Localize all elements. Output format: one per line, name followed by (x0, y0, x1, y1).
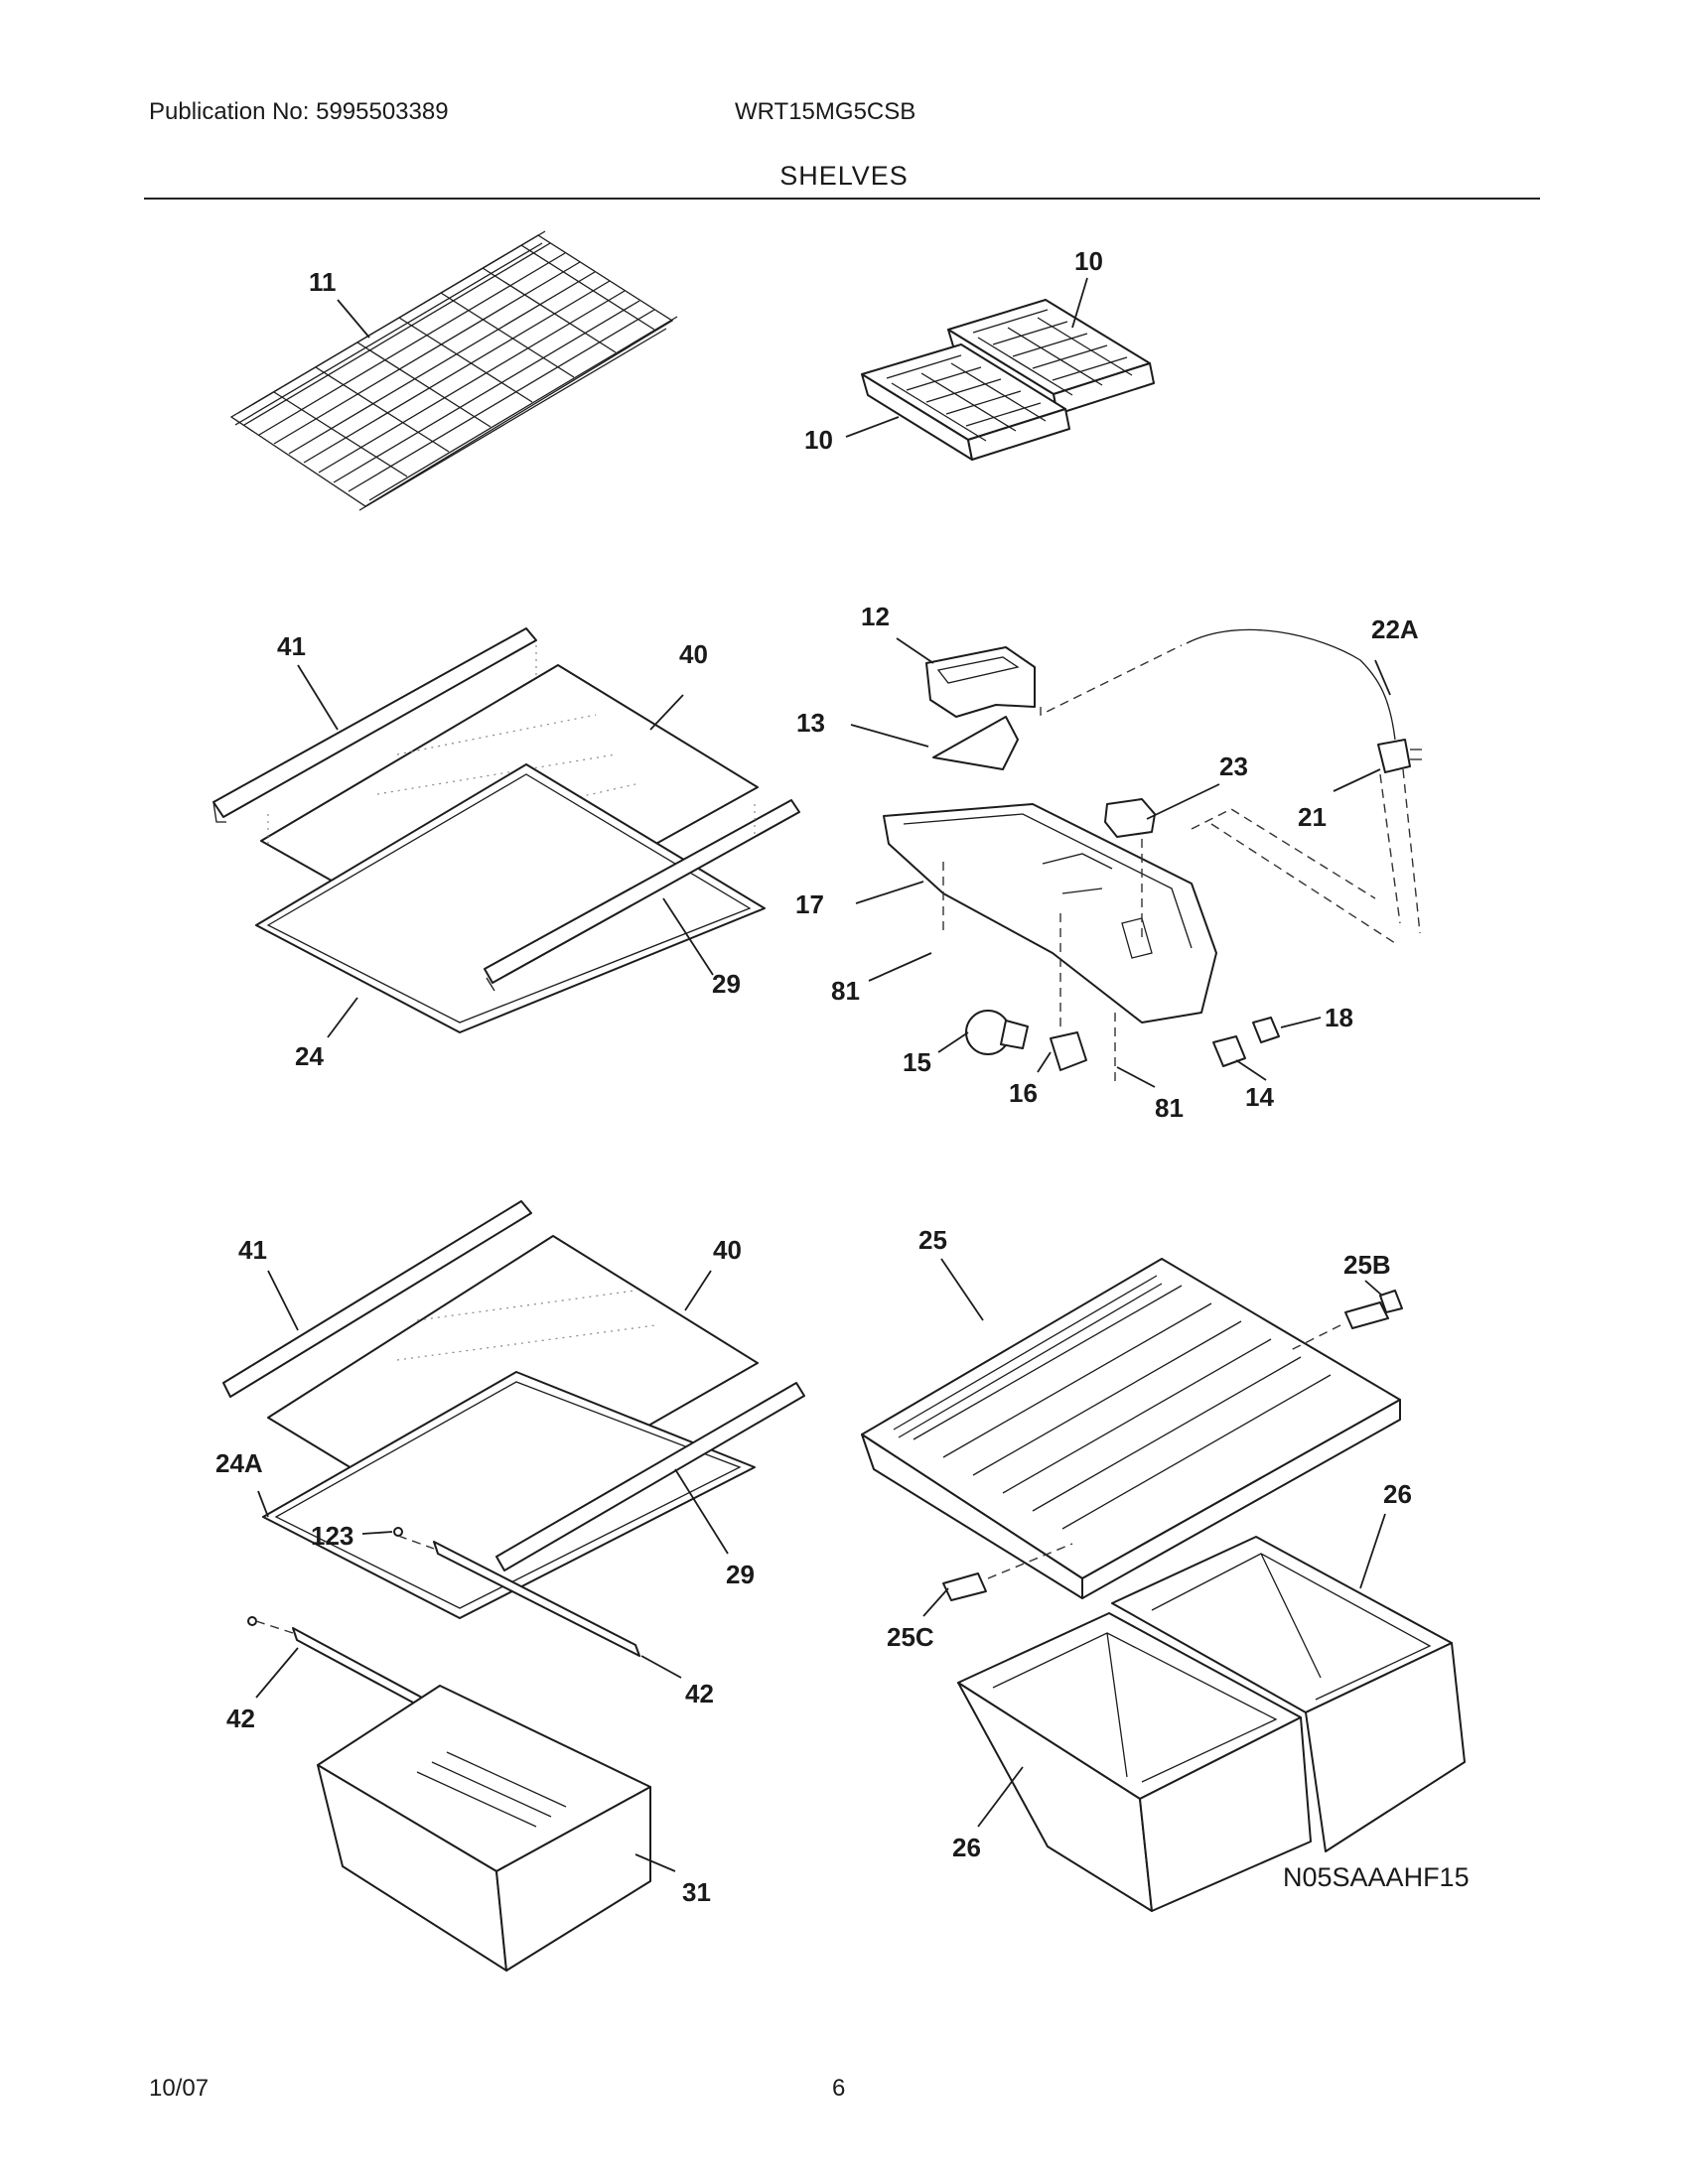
part-label: 41 (277, 631, 306, 661)
part-label: 40 (713, 1235, 742, 1265)
shelf-frame-lower-part[interactable] (262, 1371, 756, 1619)
part-label: 24 (295, 1041, 324, 1071)
part-label: 21 (1298, 802, 1327, 832)
part-label: 123 (311, 1521, 353, 1551)
part-label: 25C (887, 1622, 934, 1652)
part-label: 22A (1371, 614, 1419, 644)
light-housing-part[interactable] (883, 803, 1217, 1024)
part-label: 10 (1074, 246, 1103, 276)
part-label: 14 (1245, 1082, 1274, 1112)
diagram-code: N05SAAAHF15 (1283, 1862, 1470, 1892)
crisper-pan-right-part[interactable] (1111, 1536, 1466, 1852)
part-label: 23 (1219, 751, 1248, 781)
crisper-pan-left-part[interactable] (317, 1685, 651, 1972)
cover-support-left-part[interactable] (942, 1572, 987, 1601)
part-label: 26 (952, 1833, 981, 1862)
part-label: 11 (309, 267, 337, 297)
trim-rear-upper-part[interactable] (212, 627, 537, 823)
part-label: 42 (226, 1704, 255, 1733)
light-switch-part[interactable] (1104, 798, 1156, 838)
part-label: 29 (712, 969, 741, 999)
page-number: 6 (832, 2075, 846, 2102)
screw-front-part[interactable] (247, 1616, 257, 1626)
shelf-frame-upper-part[interactable] (255, 763, 766, 1033)
cover-support-right-part[interactable] (1344, 1290, 1403, 1329)
leader-lines (255, 277, 1391, 1872)
wire-shelf-part[interactable] (229, 230, 678, 511)
part-label: 15 (903, 1047, 931, 1077)
part-label: 25B (1343, 1250, 1391, 1280)
part-label: 41 (238, 1235, 267, 1265)
part-label: 25 (918, 1225, 947, 1255)
capillary-tube (1186, 628, 1396, 741)
part-label: 16 (1009, 1078, 1038, 1108)
trim-front-upper-part[interactable] (484, 799, 800, 992)
part-label: 13 (796, 708, 825, 738)
model-number: WRT15MG5CSB (735, 98, 916, 125)
part-label: 18 (1325, 1003, 1353, 1032)
screw-left-part[interactable] (393, 1527, 403, 1537)
part-label: 10 (804, 425, 833, 455)
part-label: 24A (215, 1448, 263, 1478)
publication-number: Publication No: 5995503389 (149, 98, 449, 125)
trim-front-lower-part[interactable] (495, 1382, 805, 1571)
assembly-guides-upper (267, 645, 756, 844)
part-label: 17 (795, 889, 824, 919)
part-label: 40 (679, 639, 708, 669)
crisper-cover-part[interactable] (861, 1258, 1401, 1599)
switch-part[interactable] (1212, 1035, 1246, 1067)
light-baffle-part[interactable] (932, 716, 1019, 770)
part-label: 31 (682, 1877, 711, 1907)
light-bulb-part[interactable] (965, 1010, 1029, 1055)
part-label: 81 (1155, 1093, 1184, 1123)
trim-rear-lower-part[interactable] (222, 1200, 532, 1398)
part-label: 12 (861, 602, 890, 631)
light-shield-part[interactable] (925, 646, 1036, 718)
part-label: 81 (831, 976, 860, 1006)
slide-rail-right-part[interactable] (433, 1541, 640, 1657)
footer-date: 10/07 (149, 2075, 210, 2102)
part-label: 42 (685, 1679, 714, 1708)
control-part[interactable] (1377, 739, 1422, 773)
crisper-pan-front-part[interactable] (957, 1612, 1312, 1912)
section-title: SHELVES (779, 161, 909, 191)
part-label: 26 (1383, 1479, 1412, 1509)
knob-part[interactable] (1252, 1017, 1280, 1043)
ice-tray-front-part[interactable] (861, 343, 1070, 461)
header-rule (144, 198, 1540, 200)
part-label: 29 (726, 1560, 755, 1589)
lamp-socket-part[interactable] (1050, 1031, 1087, 1071)
